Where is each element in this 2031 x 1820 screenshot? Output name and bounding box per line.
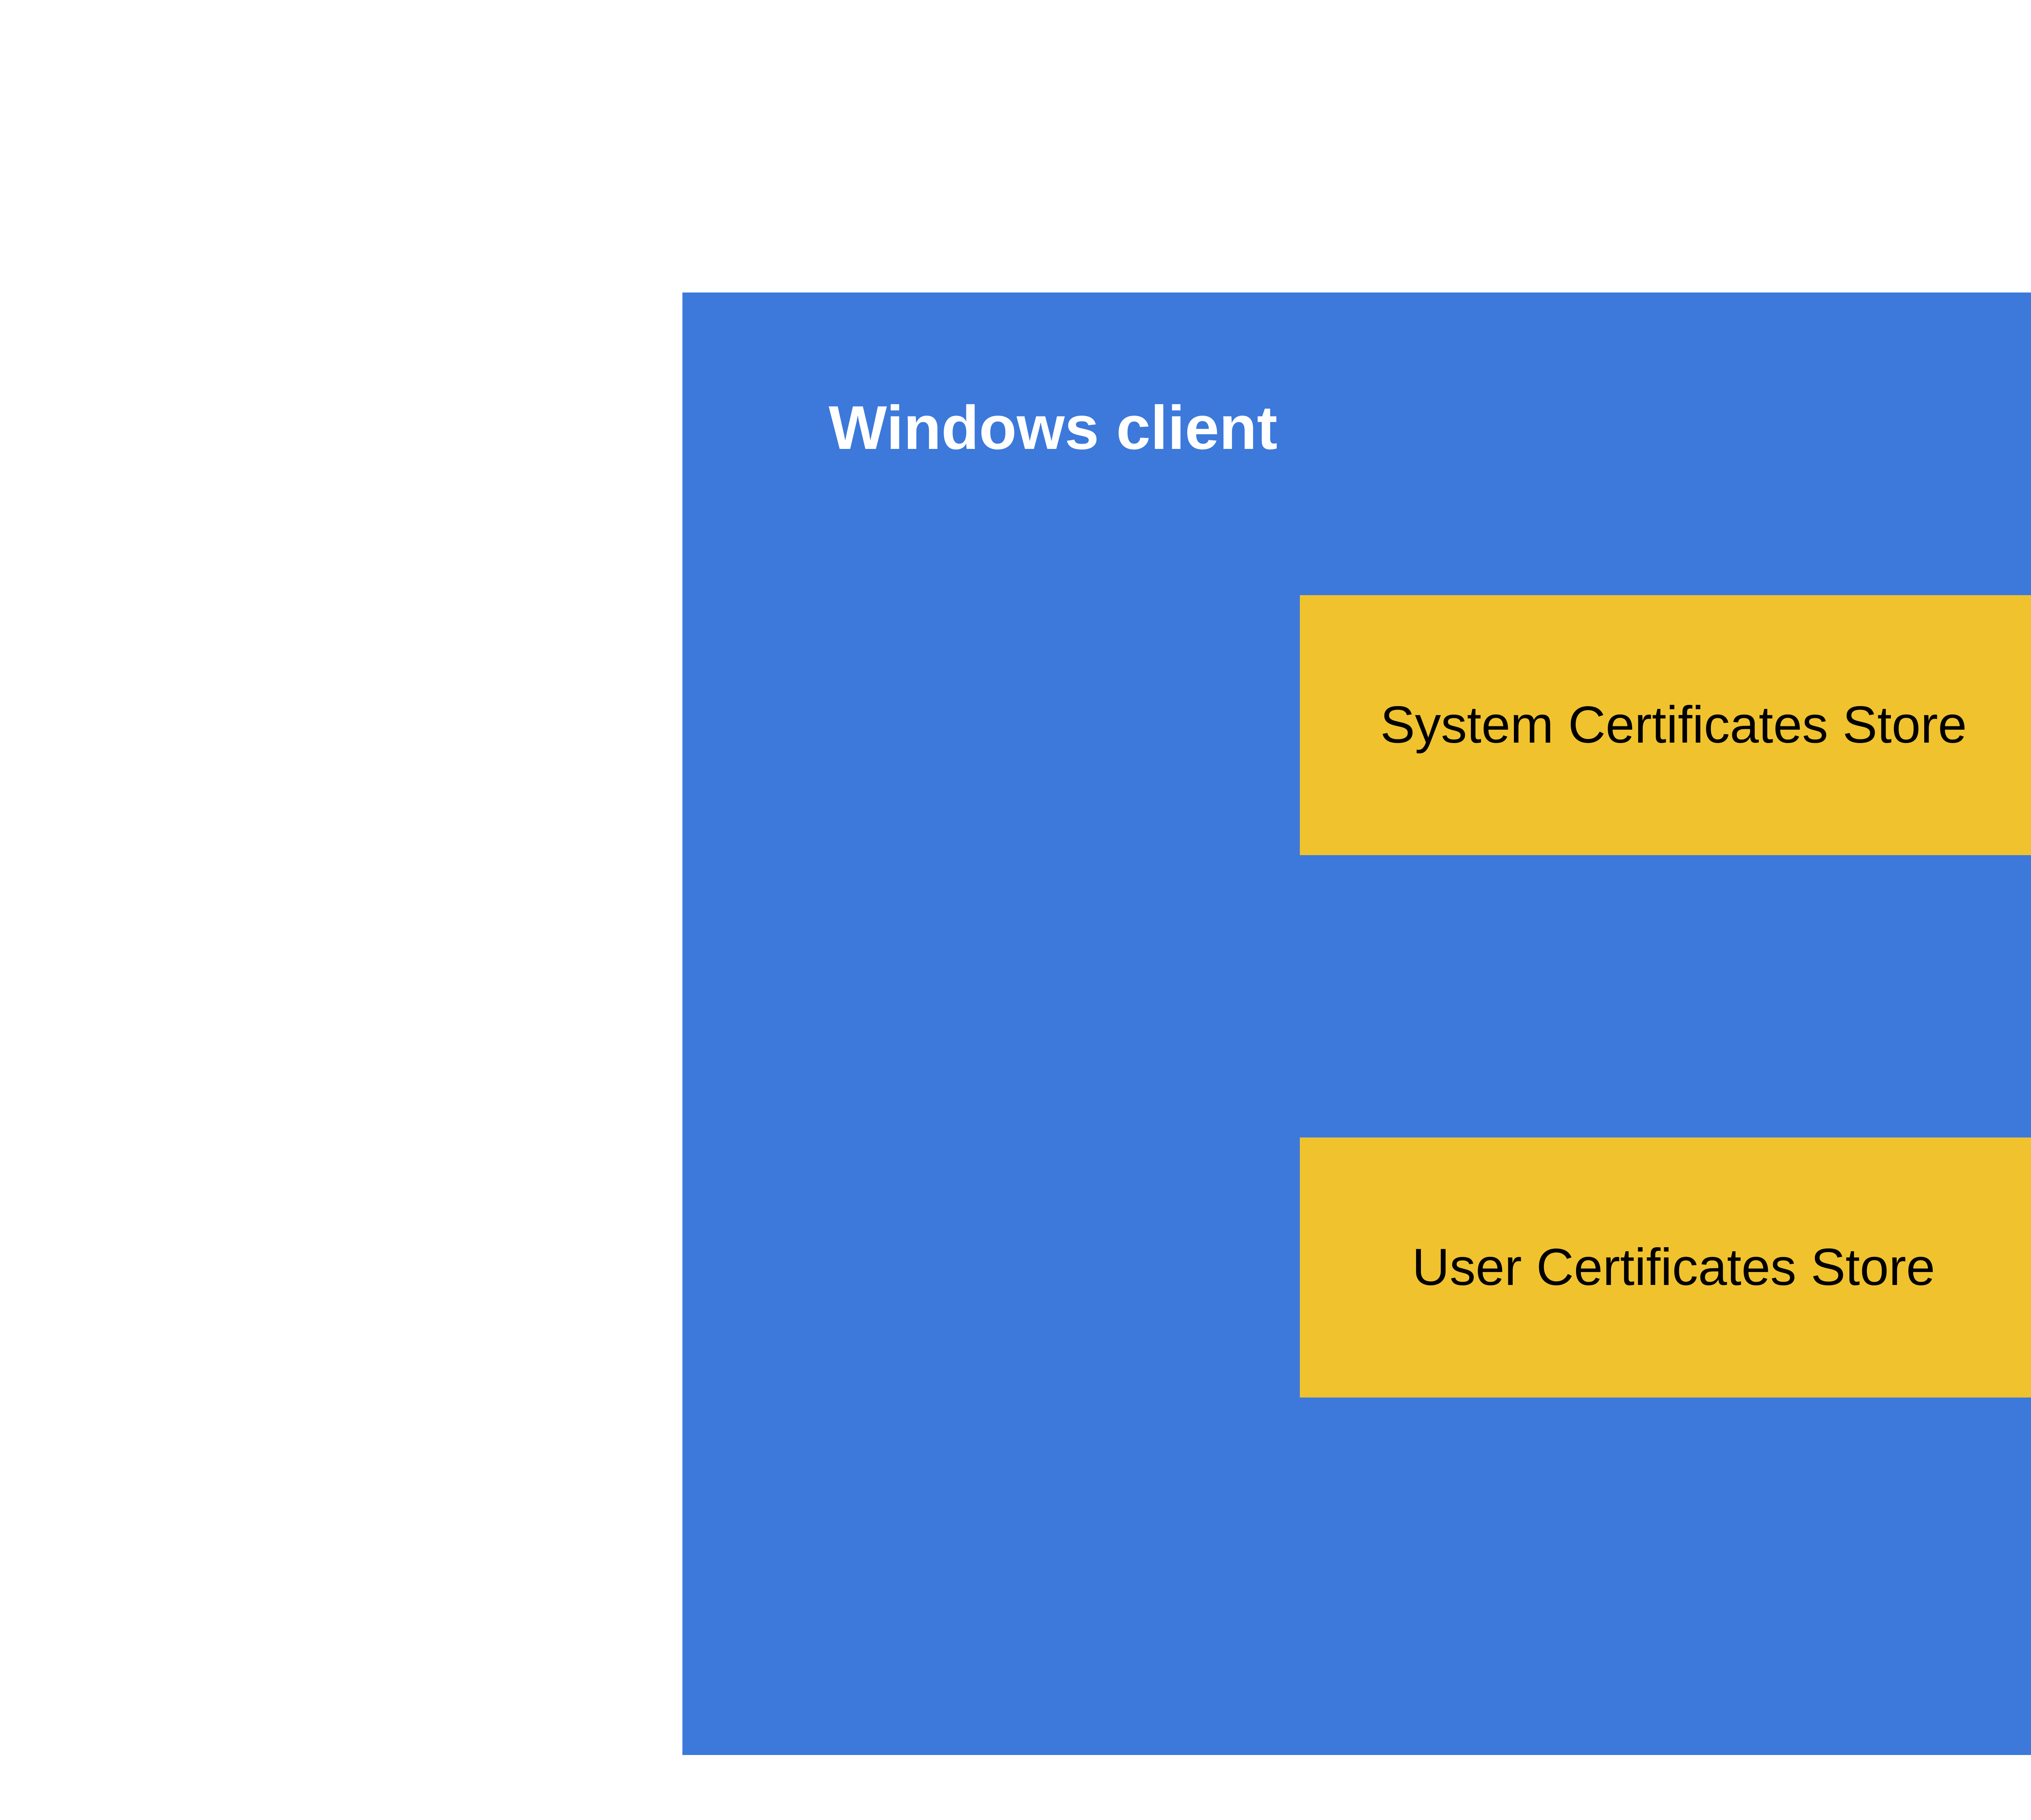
windows-client-title: Windows client (829, 393, 1277, 462)
node-system-certificates-store[interactable]: System Certificates Store (1300, 595, 2031, 855)
windows-client-container: Windows client (682, 292, 2031, 1755)
node-label-system-certificates-store: System Certificates Store (1380, 696, 1967, 754)
node-user-certificates-store[interactable]: User Certificates Store (1300, 1138, 2031, 1398)
node-label-user-certificates-store: User Certificates Store (1412, 1238, 1935, 1297)
